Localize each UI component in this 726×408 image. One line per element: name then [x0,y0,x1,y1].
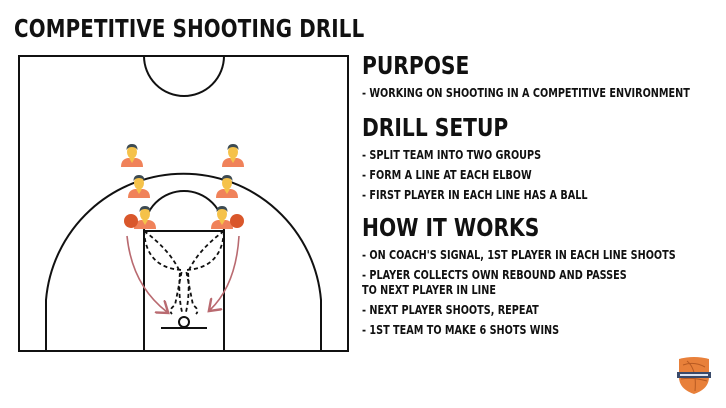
section-heading-how-it-works: HOW IT WORKS [362,213,540,242]
center-circle [143,55,225,97]
how-item: - PLAYER COLLECTS OWN REBOUND AND PASSES [362,267,627,282]
section-purpose: PURPOSE - WORKING ON SHOOTING IN A COMPE… [362,51,722,101]
ball-left [124,214,138,228]
rim [178,316,190,328]
how-item: - 1ST TEAM TO MAKE 6 SHOTS WINS [362,322,560,337]
player-right-3 [222,144,244,167]
pass-arrow-left [126,235,167,312]
how-item: - ON COACH'S SIGNAL, 1ST PLAYER IN EACH … [362,247,676,262]
section-heading-purpose: PURPOSE [362,51,470,80]
court-boundary [18,55,349,352]
setup-item: - FIRST PLAYER IN EACH LINE HAS A BALL [362,187,588,202]
basketball-shield-logo-icon [677,357,711,394]
page-title: COMPETITIVE SHOOTING DRILL [14,14,365,43]
drill-info-panel: PURPOSE - WORKING ON SHOOTING IN A COMPE… [362,52,722,345]
how-item-continued: TO NEXT PLAYER IN LINE [362,282,496,297]
setup-item: - FORM A LINE AT EACH ELBOW [362,167,532,182]
key-lane [143,230,225,352]
player-right-1 [211,206,233,229]
how-item: - NEXT PLAYER SHOOTS, REPEAT [362,302,539,317]
three-point-line [45,172,322,351]
section-heading-drill-setup: DRILL SETUP [362,113,509,142]
purpose-item: - WORKING ON SHOOTING IN A COMPETITIVE E… [362,85,690,100]
pass-arrow-right [210,235,240,310]
setup-item: - SPLIT TEAM INTO TWO GROUPS [362,147,542,162]
player-left-1 [134,206,156,229]
section-how-it-works: HOW IT WORKS - ON COACH'S SIGNAL, 1ST PL… [362,213,722,338]
section-drill-setup: DRILL SETUP - SPLIT TEAM INTO TWO GROUPS… [362,113,722,203]
ball-right [230,214,244,228]
player-left-3 [121,144,143,167]
